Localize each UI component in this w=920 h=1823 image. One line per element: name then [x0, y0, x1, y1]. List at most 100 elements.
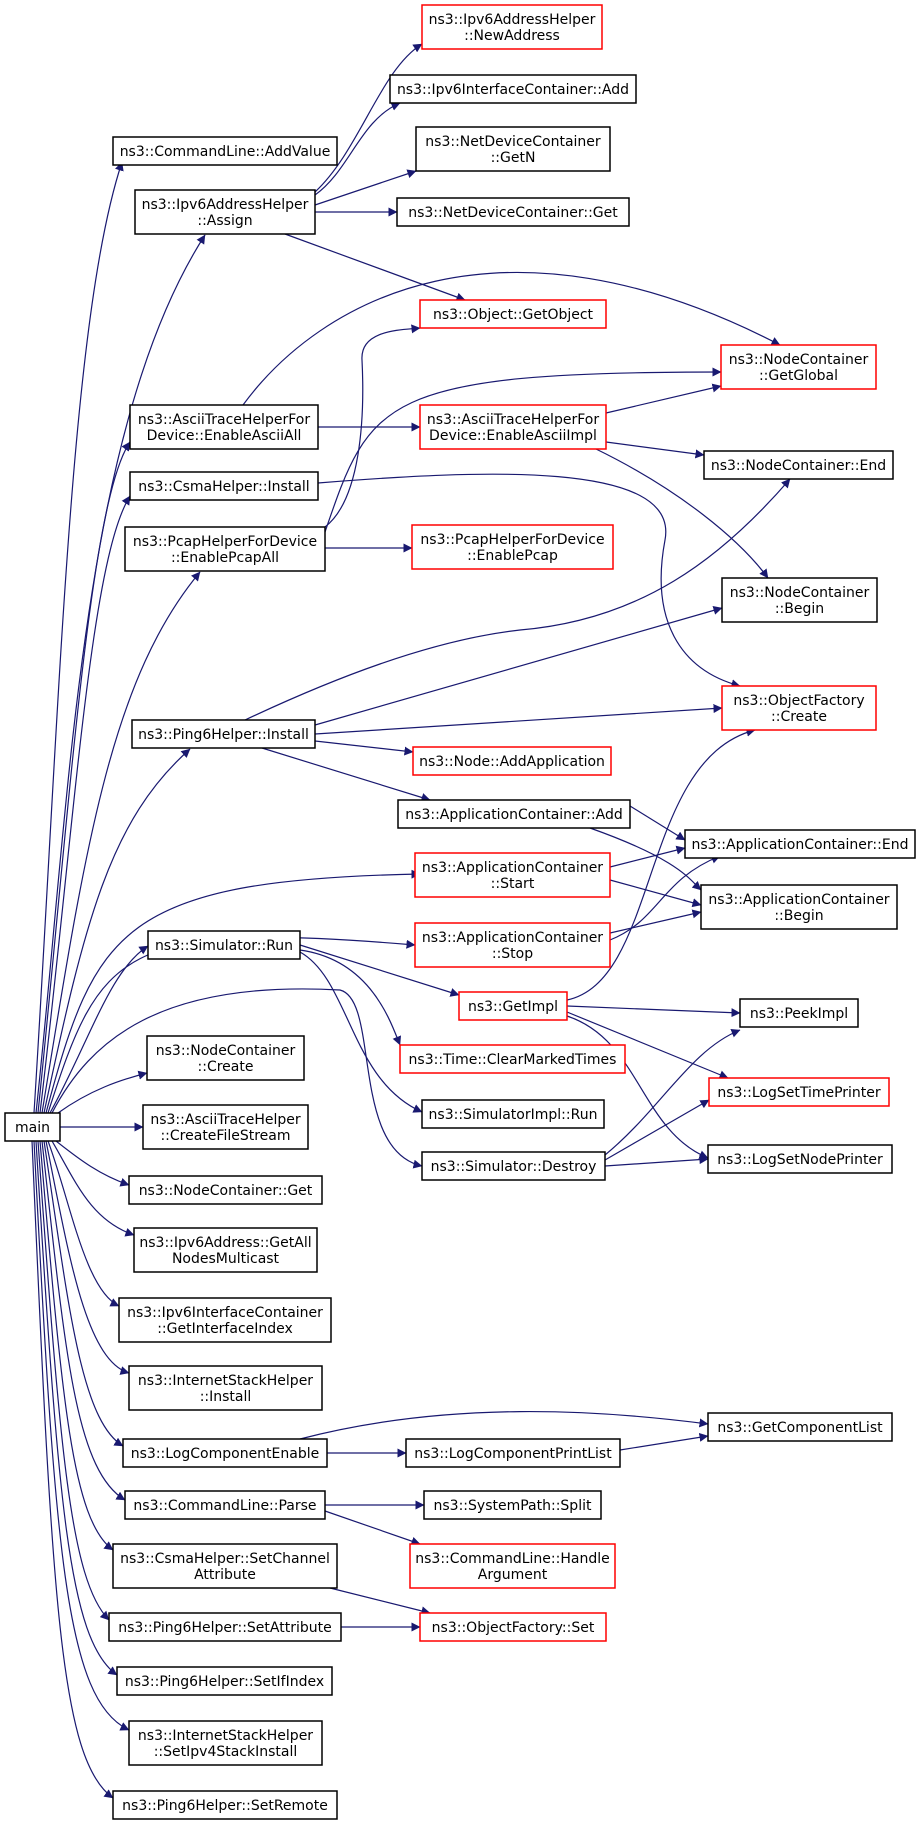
node-appc-add[interactable]: ns3::ApplicationContainer::Add	[397, 799, 631, 829]
node-logcomponentenable[interactable]: ns3::LogComponentEnable	[122, 1438, 328, 1468]
node-csma-install[interactable]: ns3::CsmaHelper::Install	[129, 471, 319, 501]
node-label: ::Stop	[492, 946, 533, 962]
call-edge	[324, 324, 421, 528]
node-cmdline-addvalue[interactable]: ns3::CommandLine::AddValue	[112, 136, 338, 166]
node-getimpl[interactable]: ns3::GetImpl	[458, 991, 568, 1021]
node-box	[128, 1365, 323, 1411]
node-label: Device::EnableAsciiImpl	[429, 428, 597, 444]
node-ascii-enableall[interactable]: ns3::AsciiTraceHelperForDevice::EnableAs…	[129, 404, 319, 450]
node-label: ns3::ApplicationContainer	[422, 860, 603, 876]
node-label: Argument	[478, 1567, 548, 1583]
node-appc-start[interactable]: ns3::ApplicationContainer::Start	[414, 852, 611, 898]
node-label: ::GetN	[491, 150, 536, 166]
node-label: ns3::Ipv6InterfaceContainer	[127, 1305, 323, 1321]
node-nc-begin[interactable]: ns3::NodeContainer::Begin	[721, 577, 878, 623]
node-label: ::GetGlobal	[759, 368, 838, 384]
node-label: ns3::InternetStackHelper	[138, 1373, 313, 1389]
node-box	[108, 1612, 342, 1642]
call-edge	[45, 869, 421, 1114]
call-edge	[261, 747, 431, 802]
node-box	[415, 126, 611, 172]
call-edge	[566, 1011, 729, 1079]
node-label: ns3::GetComponentList	[717, 1420, 883, 1436]
node-label: ::Begin	[775, 601, 824, 617]
node-box	[423, 1490, 602, 1520]
node-peekimpl[interactable]: ns3::PeekImpl	[739, 998, 859, 1028]
node-cmdline-parse[interactable]: ns3::CommandLine::Parse	[124, 1490, 326, 1520]
node-getcomponentlist[interactable]: ns3::GetComponentList	[707, 1412, 893, 1442]
node-logcomponentprintlist[interactable]: ns3::LogComponentPrintList	[405, 1438, 621, 1468]
node-box	[133, 1227, 318, 1273]
call-edge	[51, 1140, 135, 1237]
node-pcap-enableall[interactable]: ns3::PcapHelperForDevice::EnablePcapAll	[124, 526, 326, 572]
node-ping6-setifindex[interactable]: ns3::Ping6Helper::SetIfIndex	[116, 1666, 333, 1696]
node-label: ::EnablePcap	[467, 548, 558, 564]
node-ascii-createfs[interactable]: ns3::AsciiTraceHelper::CreateFileStream	[142, 1104, 309, 1150]
call-edge	[324, 367, 722, 533]
node-ascii-enableimpl[interactable]: ns3::AsciiTraceHelperForDevice::EnableAs…	[419, 404, 607, 450]
node-sim-destroy[interactable]: ns3::Simulator::Destroy	[421, 1151, 606, 1181]
node-pcap-enablepcap[interactable]: ns3::PcapHelperForDevice::EnablePcap	[411, 524, 614, 570]
node-label: ns3::CommandLine::AddValue	[120, 144, 331, 160]
node-objfactory-create[interactable]: ns3::ObjectFactory::Create	[721, 685, 877, 731]
call-edge	[595, 448, 769, 579]
node-appc-stop[interactable]: ns3::ApplicationContainer::Stop	[414, 922, 611, 968]
node-box	[708, 1077, 890, 1107]
node-box	[131, 719, 316, 749]
node-ipv6-newaddress[interactable]: ns3::Ipv6AddressHelper::NewAddress	[421, 4, 603, 50]
node-node-addapp[interactable]: ns3::Node::AddApplication	[412, 746, 612, 776]
node-nc-get[interactable]: ns3::NodeContainer::Get	[128, 1175, 323, 1205]
node-object-getobject[interactable]: ns3::Object::GetObject	[419, 299, 607, 329]
node-label: ns3::InternetStackHelper	[138, 1728, 313, 1744]
node-box	[397, 799, 631, 829]
call-edge	[314, 740, 414, 756]
node-label: Device::EnableAsciiAll	[147, 428, 302, 444]
node-nc-create[interactable]: ns3::NodeContainer::Create	[146, 1035, 305, 1081]
node-label: ns3::PcapHelperForDevice	[133, 534, 317, 550]
node-ping6-setattr[interactable]: ns3::Ping6Helper::SetAttribute	[108, 1612, 342, 1642]
node-main[interactable]: main	[4, 1112, 61, 1142]
node-box	[147, 930, 301, 960]
node-box	[721, 577, 878, 623]
node-ipv6ic-add[interactable]: ns3::Ipv6InterfaceContainer::Add	[389, 74, 637, 104]
node-label: ns3::CsmaHelper::SetChannel	[120, 1551, 330, 1567]
node-ipv6-assign[interactable]: ns3::Ipv6AddressHelper::Assign	[134, 189, 316, 235]
node-ndc-get[interactable]: ns3::NetDeviceContainer::Get	[396, 197, 630, 227]
call-edges	[31, 43, 791, 1799]
call-edge	[45, 1140, 130, 1375]
node-appc-end[interactable]: ns3::ApplicationContainer::End	[684, 829, 916, 859]
node-ping6-setremote[interactable]: ns3::Ping6Helper::SetRemote	[112, 1790, 338, 1820]
call-edge	[324, 1510, 421, 1546]
node-appc-begin[interactable]: ns3::ApplicationContainer::Begin	[700, 884, 898, 930]
node-logsettimeprinter[interactable]: ns3::LogSetTimePrinter	[708, 1077, 890, 1107]
node-simimpl-run[interactable]: ns3::SimulatorImpl::Run	[421, 1099, 605, 1129]
node-sim-run[interactable]: ns3::Simulator::Run	[147, 930, 301, 960]
call-edge	[299, 951, 423, 1113]
node-ish-setipv4[interactable]: ns3::InternetStackHelper::SetIpv4StackIn…	[128, 1720, 323, 1766]
node-ipv6ic-getifindex[interactable]: ns3::Ipv6InterfaceContainer::GetInterfac…	[118, 1297, 332, 1343]
node-time-clear[interactable]: ns3::Time::ClearMarkedTimes	[399, 1044, 626, 1074]
node-logsetnodeprinter[interactable]: ns3::LogSetNodePrinter	[707, 1144, 893, 1174]
node-label: ::Create	[771, 709, 827, 725]
node-ping6-install[interactable]: ns3::Ping6Helper::Install	[131, 719, 316, 749]
node-box	[124, 526, 326, 572]
node-box	[124, 1490, 326, 1520]
node-label: ns3::ApplicationContainer	[708, 892, 889, 908]
node-ndc-getn[interactable]: ns3::NetDeviceContainer::GetN	[415, 126, 611, 172]
node-nc-end[interactable]: ns3::NodeContainer::End	[703, 450, 894, 480]
node-systempath-split[interactable]: ns3::SystemPath::Split	[423, 1490, 602, 1520]
node-box	[396, 197, 630, 227]
node-label: ::GetInterfaceIndex	[157, 1321, 293, 1337]
node-label: ns3::NodeContainer	[156, 1043, 296, 1059]
node-ish-install[interactable]: ns3::InternetStackHelper::Install	[128, 1365, 323, 1411]
node-label: NodesMulticast	[172, 1251, 280, 1267]
node-box	[129, 404, 319, 450]
node-box	[703, 450, 894, 480]
node-objfactory-set[interactable]: ns3::ObjectFactory::Set	[419, 1612, 607, 1642]
node-nc-getglobal[interactable]: ns3::NodeContainer::GetGlobal	[720, 344, 877, 390]
node-label: ns3::ApplicationContainer::End	[692, 837, 909, 853]
call-edge	[35, 1140, 118, 1676]
